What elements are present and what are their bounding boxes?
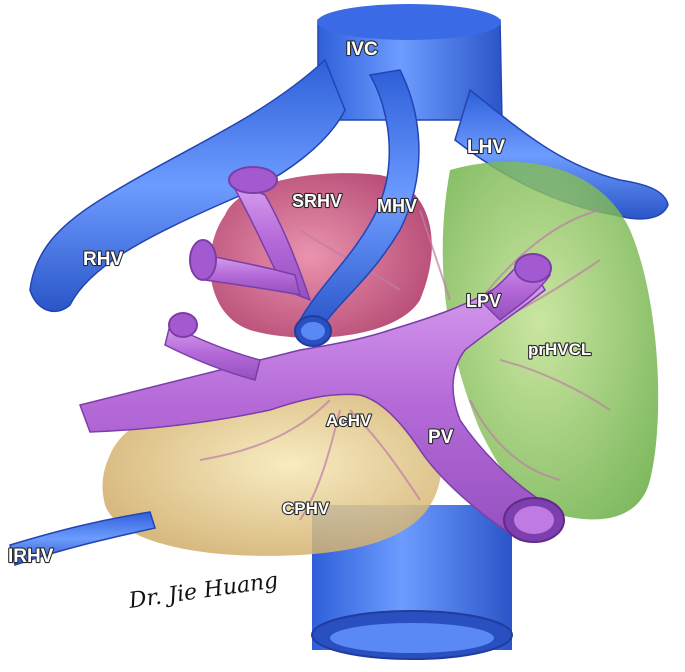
label-lpv: LPV <box>466 291 501 311</box>
intrahepatic-branches <box>199 209 611 521</box>
caudate-region <box>102 389 442 556</box>
label-lhv: LHV <box>467 137 505 158</box>
inferior-right-hepatic-vein <box>9 511 156 566</box>
ivc-lower-trunk <box>311 505 513 660</box>
label-achv: AcHV <box>326 411 372 430</box>
left-lobe-region <box>442 161 659 520</box>
artist-signature: Dr. Jie Huang <box>126 568 279 614</box>
label-prhvcl: prHVCL <box>528 340 591 359</box>
label-pv: PV <box>428 427 454 448</box>
label-irhv: IRHV <box>8 546 54 567</box>
portal-vein-system <box>79 166 565 543</box>
label-srhv: SRHV <box>292 191 342 211</box>
label-rhv: RHV <box>83 249 123 270</box>
label-cphv: CPHV <box>282 499 330 518</box>
label-ivc: IVC <box>346 39 378 60</box>
label-mhv: MHV <box>377 196 417 216</box>
